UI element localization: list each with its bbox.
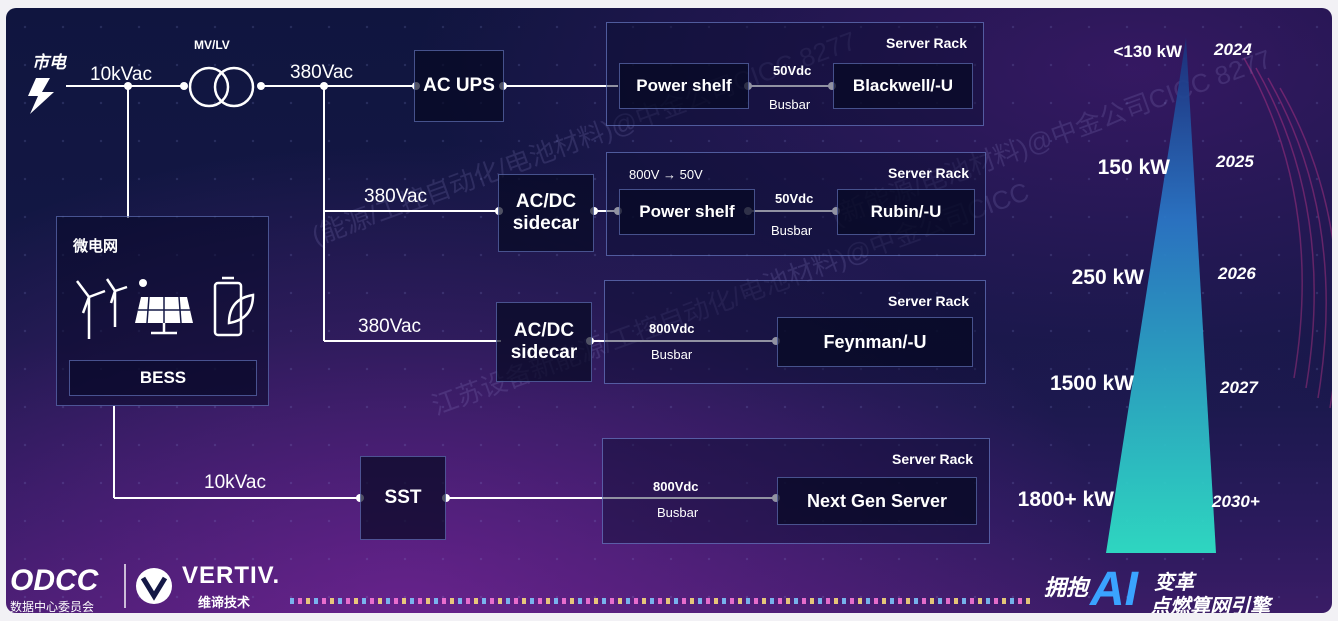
voltage-10k-sst: 10kVac [204, 472, 266, 493]
junction-dot [257, 82, 265, 90]
slogan-embrace: 拥抱 [1044, 575, 1089, 600]
rack-1-busbar: Busbar [769, 97, 811, 112]
rack-1-power-shelf: Power shelf [619, 63, 749, 109]
sst-node: SST [360, 456, 446, 540]
rack-1-server-label: Blackwell/-U [852, 76, 954, 96]
voltage-10k-grid: 10kVac [90, 64, 152, 85]
rack-2-busbar: Busbar [771, 223, 813, 238]
rack-1-shelf-label: Power shelf [636, 76, 732, 96]
wiring-diagram [28, 38, 1332, 553]
battery-leaf-icon [213, 276, 255, 337]
lightning-icon [28, 78, 54, 114]
sidecar-b-line2: sidecar [510, 342, 578, 363]
year-2026: 2026 [1218, 264, 1256, 283]
mv-lv-label: MV/LV [194, 38, 230, 52]
rack-2-shelf-label: Power shelf [639, 202, 735, 222]
rack-2-server-label: Rubin/-U [870, 202, 942, 222]
footer-led-strip [290, 598, 1030, 604]
rack-4-server-label: Next Gen Server [806, 490, 948, 511]
power-2024: <130 kW [1113, 42, 1182, 61]
year-2025: 2025 [1216, 152, 1254, 171]
vertiv-logo-icon [136, 568, 172, 604]
vertiv-chinese: 维谛技术 [198, 595, 251, 610]
ac-ups-label: AC UPS [423, 75, 495, 97]
microgrid-icons [76, 276, 255, 339]
bess-box: BESS [69, 360, 257, 396]
rack-4-title: Server Rack [892, 451, 973, 467]
grid-label: 市电 [32, 53, 66, 72]
voltage-380-branch-3: 380Vac [358, 316, 422, 337]
rack-3-title: Server Rack [888, 293, 969, 309]
rack-4-busbar: Busbar [657, 505, 699, 520]
power-2030: 1800+ kW [1017, 488, 1114, 511]
rack-1-server: Blackwell/-U [833, 63, 973, 109]
rack-1-dc: 50Vdc [773, 63, 812, 78]
odcc-subtitle: 数据中心委员会 [10, 600, 95, 613]
rack-4-server: Next Gen Server [777, 477, 977, 525]
voltage-380-main: 380Vac [290, 62, 354, 83]
rack-3-busbar: Busbar [651, 347, 693, 362]
junction-dot [320, 82, 328, 90]
server-rack-3: Server Rack 800Vdc Busbar Feynman/-U [604, 280, 986, 384]
wind-turbine-icon [76, 278, 128, 339]
junction-dot [180, 82, 188, 90]
odcc-logo: ODCC [10, 564, 99, 597]
footer-divider [124, 564, 126, 608]
rack-3-server: Feynman/-U [777, 317, 973, 367]
rack-2-dc: 50Vdc [775, 191, 814, 206]
year-2030: 2030+ [1212, 492, 1260, 511]
rack-2-power-shelf: Power shelf [619, 189, 755, 235]
slide-canvas: (能源/工控自动化/电池材料)@中金公司CICC 8277 江苏设备新能源/工控… [6, 8, 1332, 613]
rack-2-note: 800V → 50V [629, 167, 703, 182]
vertiv-logo: VERTIV. [182, 562, 281, 589]
sidecar-a-line1: AC/DC [515, 191, 577, 213]
slogan-change: 变革 [1154, 572, 1194, 594]
sidecar-b-line1: AC/DC [513, 320, 575, 342]
rack-2-server: Rubin/-U [837, 189, 975, 235]
transformer-icon [188, 66, 255, 108]
rack-1-title: Server Rack [886, 35, 967, 51]
microgrid-panel: 微电网 BESS [56, 216, 269, 406]
microgrid-title: 微电网 [73, 238, 119, 255]
sidecar-b-node: AC/DC sidecar [496, 302, 592, 382]
server-rack-2: 800V → 50V Server Rack Power shelf 50Vdc… [606, 152, 986, 256]
decorative-swirl [1243, 57, 1332, 409]
sidecar-a-line2: sidecar [512, 213, 580, 234]
power-2026: 250 kW [1071, 266, 1144, 289]
sidecar-a-node: AC/DC sidecar [498, 174, 594, 252]
sst-label: SST [384, 487, 422, 509]
slogan-ai: AI [1090, 563, 1138, 613]
server-rack-4: Server Rack 800Vdc Busbar Next Gen Serve… [602, 438, 990, 544]
ac-ups-node: AC UPS [414, 50, 504, 122]
rack-4-dc: 800Vdc [653, 479, 699, 494]
rack-2-title: Server Rack [888, 165, 969, 181]
slogan-ignite: 点燃算网引擎 [1150, 596, 1270, 613]
rack-3-dc: 800Vdc [649, 321, 695, 336]
server-rack-1: Server Rack Power shelf 50Vdc Busbar Bla… [606, 22, 984, 126]
power-2027: 1500 kW [1049, 372, 1134, 395]
rack-3-server-label: Feynman/-U [823, 331, 927, 352]
junction-dot [124, 82, 132, 90]
voltage-380-branch-2: 380Vac [364, 186, 428, 207]
footer: ODCC 数据中心委员会 VERTIV. 维谛技术 拥抱 AI 变革 点燃算网引… [6, 560, 1332, 613]
year-2027: 2027 [1220, 378, 1258, 397]
solar-panel-icon [135, 279, 193, 335]
power-growth-wedge [1106, 38, 1216, 553]
power-2025: 150 kW [1097, 156, 1170, 179]
year-2024: 2024 [1214, 40, 1252, 59]
